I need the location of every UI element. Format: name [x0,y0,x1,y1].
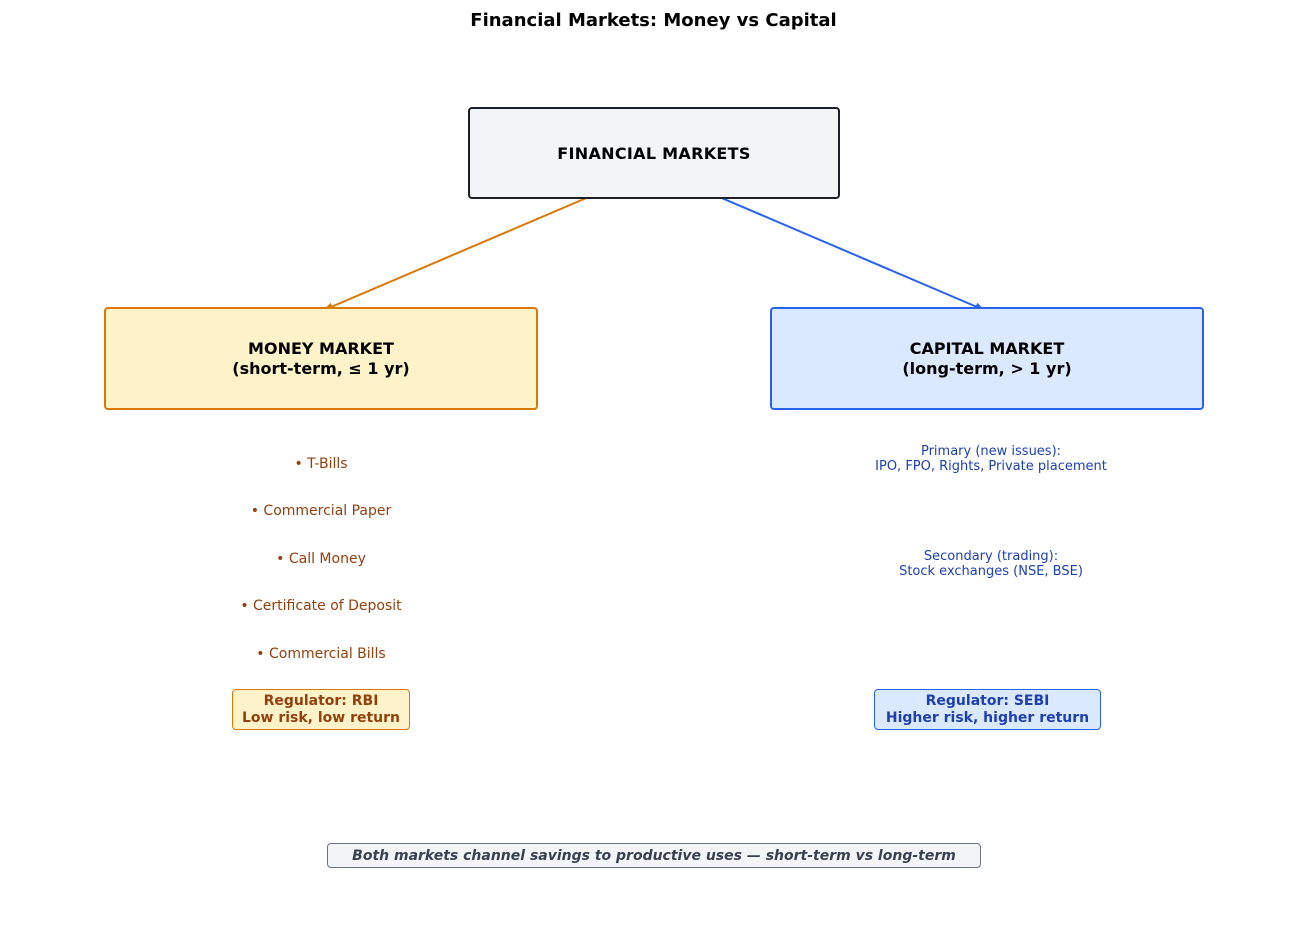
money-regulator-badge: Regulator: RBI Low risk, low return [232,689,410,730]
money-market-label: MONEY MARKET (short-term, ≤ 1 yr) [232,338,410,378]
capital-market-node: CAPITAL MARKET (long-term, > 1 yr) [770,307,1204,410]
capital-regulator-badge: Regulator: SEBI Higher risk, higher retu… [874,689,1101,730]
capital-market-label: CAPITAL MARKET (long-term, > 1 yr) [902,338,1072,378]
capital-regulator-text: Regulator: SEBI Higher risk, higher retu… [885,692,1090,726]
money-market-node: MONEY MARKET (short-term, ≤ 1 yr) [104,307,538,410]
money-item-certificate-of-deposit: • Certificate of Deposit [240,598,402,614]
financial-markets-label: FINANCIAL MARKETS [557,143,751,163]
footer-note-text: Both markets channel savings to producti… [352,847,956,864]
money-item-tbills: • T-Bills [294,456,348,472]
money-regulator-text: Regulator: RBI Low risk, low return [241,692,401,726]
financial-markets-node: FINANCIAL MARKETS [468,107,840,199]
capital-item-secondary: Secondary (trading): Stock exchanges (NS… [899,549,1083,579]
arrow-to-capital-market [716,195,985,311]
money-item-call-money: • Call Money [276,551,366,567]
money-item-commercial-bills: • Commercial Bills [256,646,386,662]
diagram-title: Financial Markets: Money vs Capital [470,10,837,31]
capital-item-primary: Primary (new issues): IPO, FPO, Rights, … [875,444,1107,474]
footer-note: Both markets channel savings to producti… [327,843,981,868]
money-item-commercial-paper: • Commercial Paper [250,503,392,519]
arrow-to-money-market [323,195,592,311]
